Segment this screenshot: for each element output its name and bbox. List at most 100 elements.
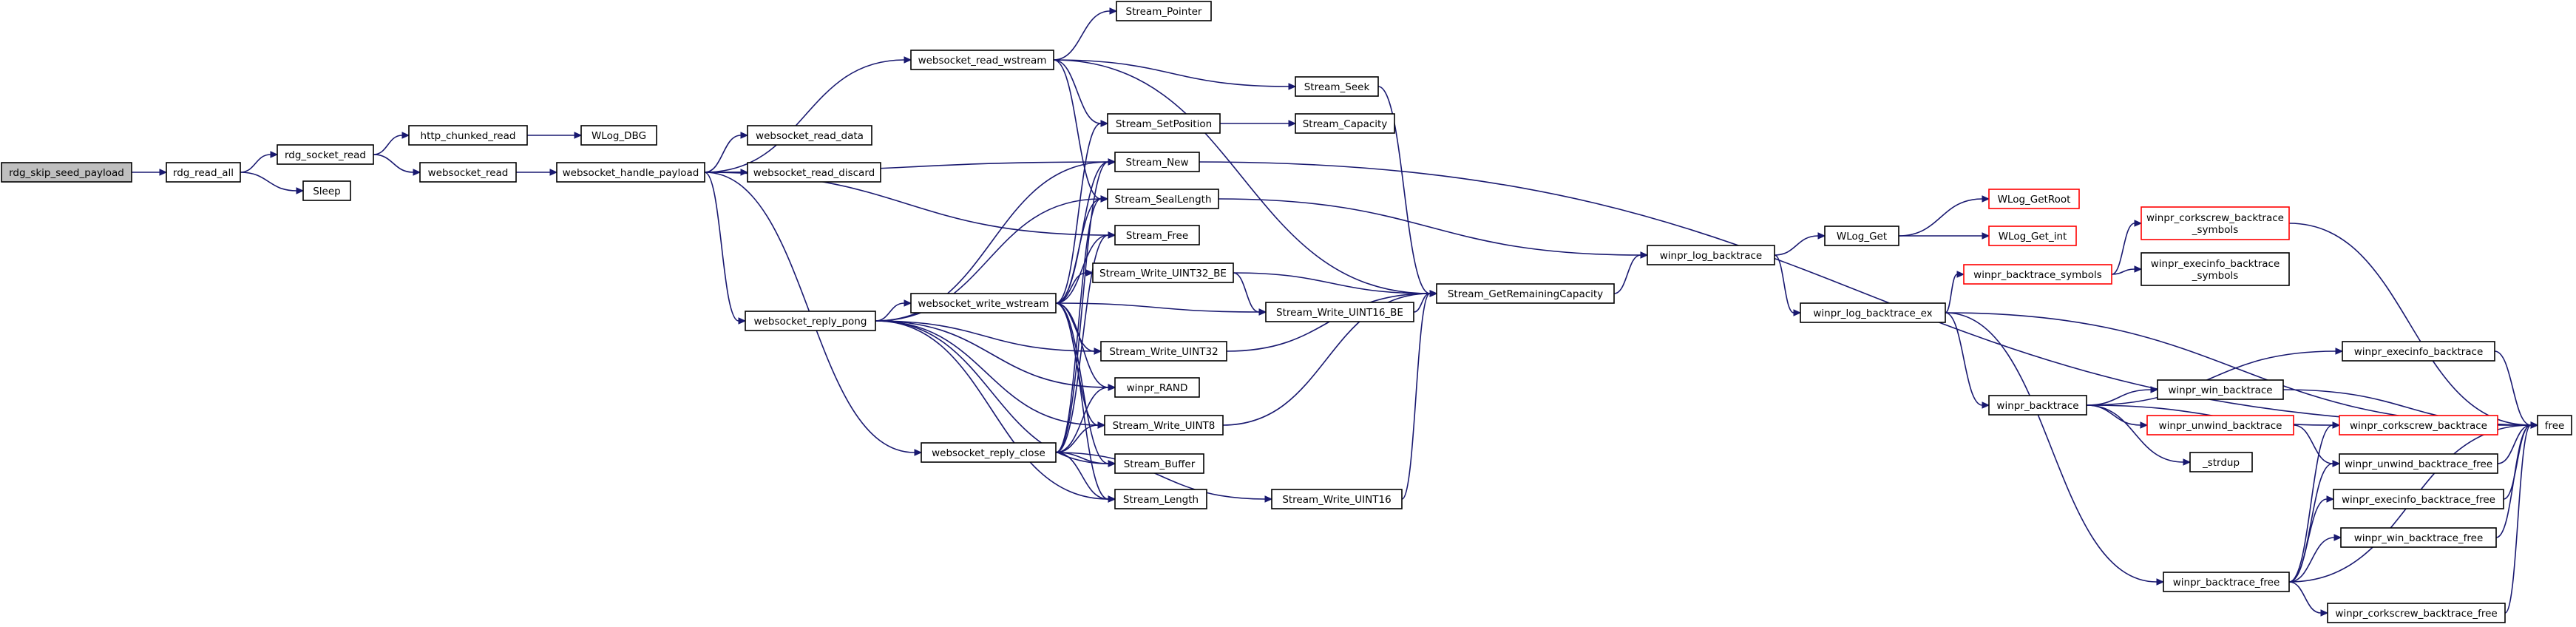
node-winpr-win-backtrace[interactable]: winpr_win_backtrace: [2157, 379, 2284, 400]
node-label: winpr_win_backtrace_free: [2354, 532, 2484, 544]
call-edge-rdg-skip-seed-payload-to-rdg-read-all: [132, 169, 168, 176]
node-box: [2189, 452, 2253, 472]
node-winpr-execinfo-backtrace-free[interactable]: winpr_execinfo_backtrace_free: [2333, 489, 2504, 509]
node-stream-getremainingcapacity[interactable]: Stream_GetRemainingCapacity: [1436, 283, 1615, 304]
call-edge-winpr-backtrace-to-winpr-unwind-backtrace: [2086, 404, 2149, 429]
node-stream-free[interactable]: Stream_Free: [1114, 225, 1200, 245]
node-winpr-log-backtrace-ex[interactable]: winpr_log_backtrace_ex: [1800, 302, 1946, 323]
node-strdup[interactable]: _strdup: [2189, 452, 2253, 472]
node-winpr-corkscrew-backtrace-free[interactable]: winpr_corkscrew_backtrace_free: [2327, 603, 2506, 623]
node-stream-seallength[interactable]: Stream_SealLength: [1107, 189, 1219, 209]
node-wlog-get[interactable]: WLog_Get: [1824, 226, 1899, 246]
node-winpr-log-backtrace[interactable]: winpr_log_backtrace: [1647, 245, 1775, 265]
node-winpr-corkscrew-backtrace[interactable]: winpr_corkscrew_backtrace: [2339, 415, 2498, 435]
node-winpr-unwind-backtrace[interactable]: winpr_unwind_backtrace: [2146, 415, 2294, 435]
node-winpr-backtrace[interactable]: winpr_backtrace: [1988, 395, 2087, 416]
node-label: Stream_Seek: [1304, 81, 1370, 93]
node-winpr-corkscrew-backtrace-symbols[interactable]: winpr_corkscrew_backtrace_symbols: [2141, 206, 2290, 240]
node-rdg-socket-read[interactable]: rdg_socket_read: [277, 144, 374, 165]
call-edge-winpr-log-backtrace-to-wlog-get: [1774, 232, 1826, 256]
node-box: [2537, 415, 2572, 435]
node-websocket-read-discard[interactable]: websocket_read_discard: [747, 162, 881, 183]
node-websocket-reply-pong[interactable]: websocket_reply_pong: [745, 311, 876, 331]
node-wlog-getroot[interactable]: WLog_GetRoot: [1988, 189, 2080, 209]
node-stream-write-uint32[interactable]: Stream_Write_UINT32: [1100, 341, 1227, 362]
node-label: winpr_execinfo_backtrace: [2151, 258, 2280, 270]
node-box: [921, 442, 1057, 463]
node-label: websocket_write_wstream: [918, 298, 1048, 310]
node-stream-buffer[interactable]: Stream_Buffer: [1114, 453, 1204, 474]
node-stream-capacity[interactable]: Stream_Capacity: [1295, 113, 1395, 134]
node-websocket-read-wstream[interactable]: websocket_read_wstream: [910, 50, 1054, 70]
call-edge-websocket-reply-close-to-stream-new: [1055, 158, 1116, 453]
node-websocket-handle-payload[interactable]: websocket_handle_payload: [556, 162, 705, 183]
node-box: [1265, 302, 1414, 322]
node-box: [910, 50, 1054, 70]
call-edge-winpr-log-backtrace-ex-to-winpr-backtrace-free: [1945, 312, 2165, 586]
node-box: [1114, 152, 1200, 172]
node-box: [2339, 415, 2498, 435]
call-edge-winpr-backtrace-to-winpr-win-backtrace: [2086, 386, 2159, 406]
call-edge-websocket-handle-payload-to-websocket-read-data: [704, 132, 749, 173]
node-label: websocket_reply_close: [932, 447, 1045, 459]
node-winpr-backtrace-free[interactable]: winpr_backtrace_free: [2163, 572, 2290, 592]
node-wlog-dbg[interactable]: WLog_DBG: [580, 125, 657, 146]
call-edge-stream-getremainingcapacity-to-winpr-log-backtrace: [1613, 251, 1649, 294]
node-box: [747, 125, 872, 146]
node-winpr-backtrace-symbols[interactable]: winpr_backtrace_symbols: [1963, 264, 2112, 285]
node-label: WLog_DBG: [592, 130, 646, 142]
node-box: [2342, 341, 2495, 362]
node-label: _symbols: [2192, 224, 2239, 236]
node-http-chunked-read[interactable]: http_chunked_read: [408, 125, 528, 146]
node-winpr-win-backtrace-free[interactable]: winpr_win_backtrace_free: [2340, 527, 2497, 548]
node-websocket-reply-close[interactable]: websocket_reply_close: [921, 442, 1057, 463]
node-stream-seek[interactable]: Stream_Seek: [1295, 76, 1379, 97]
node-winpr-unwind-backtrace-free[interactable]: winpr_unwind_backtrace_free: [2339, 453, 2498, 474]
call-edge-http-chunked-read-to-wlog-dbg: [527, 132, 583, 139]
call-edge-websocket-reply-close-to-stream-seallength: [1055, 195, 1109, 453]
node-winpr-execinfo-backtrace-symbols[interactable]: winpr_execinfo_backtrace_symbols: [2141, 252, 2290, 286]
node-websocket-read-data[interactable]: websocket_read_data: [747, 125, 872, 146]
node-box: [2157, 379, 2284, 400]
node-winpr-execinfo-backtrace[interactable]: winpr_execinfo_backtrace: [2342, 341, 2495, 362]
node-label: Stream_Free: [1126, 230, 1188, 242]
node-stream-write-uint16[interactable]: Stream_Write_UINT16: [1271, 489, 1403, 509]
node-label: winpr_log_backtrace_ex: [1813, 308, 1932, 319]
node-stream-pointer[interactable]: Stream_Pointer: [1116, 1, 1212, 21]
node-box: [419, 162, 517, 183]
node-box: [1092, 262, 1234, 283]
node-rdg-read-all[interactable]: rdg_read_all: [166, 162, 241, 183]
node-label: websocket_read_data: [756, 130, 864, 142]
node-stream-new[interactable]: Stream_New: [1114, 152, 1200, 172]
call-edge-websocket-handle-payload-to-websocket-reply-pong: [704, 172, 747, 325]
call-edge-winpr-corkscrew-backtrace-symbols-to-free: [2288, 223, 2539, 429]
call-edge-websocket-reply-pong-to-stream-length: [875, 320, 1116, 503]
node-stream-length[interactable]: Stream_Length: [1114, 489, 1207, 509]
node-label: winpr_backtrace_symbols: [1973, 269, 2102, 281]
node-box: [556, 162, 705, 183]
node-free[interactable]: free: [2537, 415, 2572, 435]
call-edge-winpr-execinfo-backtrace-to-free: [2494, 350, 2539, 429]
call-edge-websocket-handle-payload-to-websocket-read-wstream: [704, 56, 912, 173]
node-stream-write-uint16-be[interactable]: Stream_Write_UINT16_BE: [1265, 302, 1414, 322]
node-label: rdg_read_all: [173, 167, 234, 179]
call-edge-stream-write-uint16-to-stream-getremainingcapacity: [1401, 290, 1438, 500]
node-label: Stream_Buffer: [1124, 458, 1196, 470]
node-box: [1271, 489, 1403, 509]
node-stream-write-uint8[interactable]: Stream_Write_UINT8: [1104, 415, 1224, 435]
call-edge-rdg-read-all-to-rdg-socket-read: [240, 151, 279, 173]
node-label: winpr_corkscrew_backtrace_free: [2335, 608, 2497, 620]
call-edge-winpr-backtrace-free-to-winpr-win-backtrace-free: [2288, 534, 2342, 583]
node-stream-setposition[interactable]: Stream_SetPosition: [1107, 113, 1221, 134]
node-sleep[interactable]: Sleep: [302, 180, 351, 201]
node-wlog-get-int[interactable]: WLog_Get_int: [1988, 226, 2077, 246]
node-websocket-read[interactable]: websocket_read: [419, 162, 517, 183]
node-stream-write-uint32-be[interactable]: Stream_Write_UINT32_BE: [1092, 262, 1234, 283]
node-box: [1114, 453, 1204, 474]
node-box: [1963, 264, 2112, 285]
call-edge-stream-write-uint32-be-to-stream-write-uint16-be: [1233, 272, 1267, 316]
node-box: [1988, 226, 2077, 246]
node-winpr-rand[interactable]: winpr_RAND: [1114, 377, 1200, 398]
node-websocket-write-wstream[interactable]: websocket_write_wstream: [910, 293, 1057, 314]
call-edge-winpr-backtrace-to-strdup: [2086, 404, 2192, 466]
